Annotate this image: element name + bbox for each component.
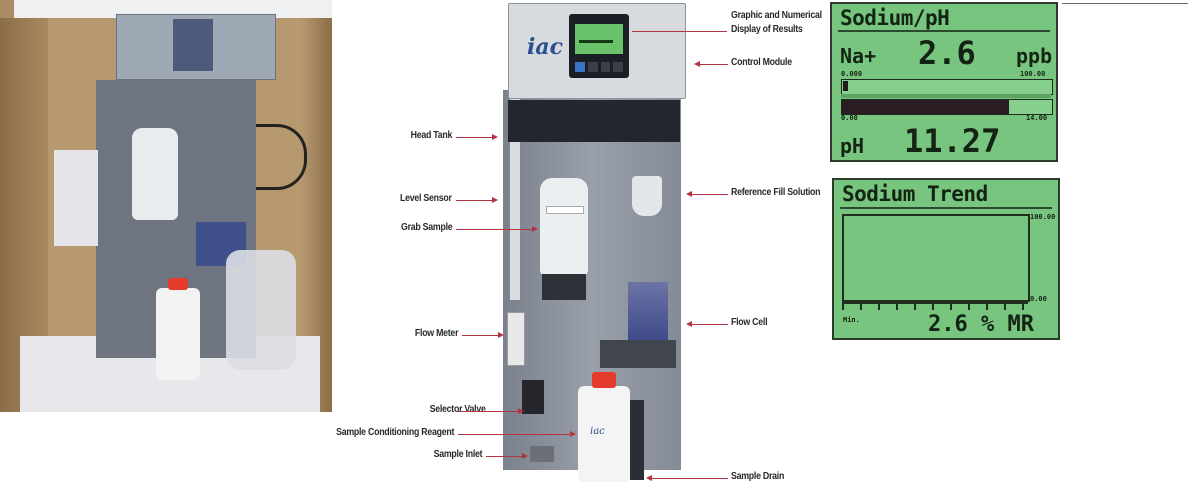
callout-headtank-arrow bbox=[456, 134, 498, 140]
callout-head-tank: Head Tank bbox=[410, 130, 453, 141]
sodium-bar bbox=[841, 79, 1053, 95]
sodium-unit: ppb bbox=[1016, 44, 1053, 68]
ph-value: 11.27 bbox=[904, 122, 1001, 160]
sample-drain bbox=[630, 400, 644, 480]
key-1 bbox=[575, 62, 585, 72]
sodium-bar-fill bbox=[843, 81, 849, 91]
lcd-sodium-trend-screen: Sodium Trend 100.00 0.00 Min. 2.6 % MR bbox=[832, 178, 1060, 340]
axis-tick bbox=[914, 304, 916, 310]
ph-scale-max: 14.00 bbox=[1026, 114, 1048, 122]
lcd-display bbox=[575, 24, 623, 54]
callout-reference-arrow bbox=[686, 191, 728, 197]
keypad bbox=[575, 62, 623, 72]
axis-tick bbox=[986, 304, 988, 310]
callout-reference-fill: Reference Fill Solution bbox=[731, 187, 821, 198]
sodium-scale-max: 100.00 bbox=[1020, 70, 1046, 78]
sodium-label: Na+ bbox=[840, 44, 877, 68]
iac-logo: iac bbox=[590, 426, 605, 437]
grab-sample-bottle bbox=[132, 128, 178, 220]
lcd-title: Sodium/pH bbox=[840, 6, 950, 30]
callout-selector-valve: Selector Valve bbox=[430, 404, 486, 415]
trend-footer-value: 2.6 % MR bbox=[928, 312, 1034, 337]
display-unit bbox=[569, 14, 629, 78]
callout-level-sensor: Level Sensor bbox=[400, 193, 452, 204]
callout-sample-drain: Sample Drain bbox=[731, 471, 785, 482]
bottle-cap bbox=[168, 278, 188, 290]
bottle-label bbox=[546, 206, 584, 214]
photo-top-strip bbox=[14, 0, 332, 18]
lcd-title: Sodium Trend bbox=[842, 182, 988, 206]
key-2 bbox=[587, 62, 598, 72]
callout-drain-arrow bbox=[646, 475, 728, 481]
callout-levelsensor-arrow bbox=[456, 197, 498, 203]
title-rule bbox=[838, 30, 1050, 32]
control-module bbox=[116, 14, 276, 80]
callout-flowmeter-arrow bbox=[462, 332, 504, 338]
callout-flowcell-arrow bbox=[686, 321, 728, 327]
ph-bar-fill bbox=[842, 100, 1010, 114]
lcd-sodium-ph-screen: Sodium/pH Na+ 2.6 ppb 0.000 100.00 0.00 … bbox=[830, 2, 1058, 162]
ph-bar bbox=[841, 99, 1053, 115]
sodium-value: 2.6 bbox=[918, 34, 976, 72]
callout-flow-cell: Flow Cell bbox=[731, 317, 768, 328]
grab-sample-bottle bbox=[540, 178, 588, 276]
callout-grabsample-arrow bbox=[456, 226, 538, 232]
head-tank-tube bbox=[510, 90, 520, 300]
control-module: iac bbox=[508, 3, 686, 99]
trend-y-max: 100.00 bbox=[1030, 213, 1056, 221]
flow-block bbox=[600, 340, 676, 368]
bar-ticks bbox=[841, 94, 1051, 98]
display-screen bbox=[173, 19, 213, 71]
axis-tick bbox=[896, 304, 898, 310]
power-cable bbox=[256, 124, 307, 190]
axis-tick bbox=[968, 304, 970, 310]
callout-display-line2: Display of Results bbox=[731, 24, 803, 35]
flow-meter bbox=[507, 312, 525, 366]
ph-label: pH bbox=[840, 134, 865, 158]
axis-tick bbox=[878, 304, 880, 310]
ph-scale-min: 0.00 bbox=[841, 114, 858, 122]
callout-flow-meter: Flow Meter bbox=[414, 328, 459, 339]
callout-sample-inlet: Sample Inlet bbox=[433, 449, 482, 460]
photo-analyzer-in-box bbox=[0, 0, 332, 412]
callout-display-arrow bbox=[632, 31, 727, 32]
trend-x-label: Min. bbox=[843, 316, 860, 324]
trend-x-axis bbox=[842, 302, 1028, 312]
callout-reagent-arrow bbox=[458, 431, 576, 437]
sample-inlet bbox=[530, 446, 554, 462]
axis-tick bbox=[932, 304, 934, 310]
callout-valve-arrow bbox=[458, 408, 524, 414]
key-3 bbox=[600, 62, 611, 72]
sodium-scale-min: 0.000 bbox=[841, 70, 863, 78]
bottle-base bbox=[542, 274, 586, 300]
reference-fill-reservoir bbox=[632, 176, 662, 216]
selector-valve bbox=[522, 380, 544, 414]
axis-tick bbox=[950, 304, 952, 310]
callout-control-module: Control Module bbox=[731, 57, 792, 68]
trend-plot-area bbox=[842, 214, 1030, 302]
flow-cell bbox=[628, 282, 668, 340]
callout-inlet-arrow bbox=[486, 453, 528, 459]
title-rule bbox=[840, 207, 1052, 209]
callout-reagent: Sample Conditioning Reagent bbox=[335, 427, 454, 438]
iac-logo: iac bbox=[527, 34, 564, 60]
plastic-bag bbox=[226, 250, 296, 370]
bottle-cap bbox=[592, 372, 616, 388]
callout-grab-sample: Grab Sample bbox=[400, 222, 453, 233]
axis-tick bbox=[860, 304, 862, 310]
lcd-bar bbox=[579, 40, 613, 43]
axis-tick bbox=[842, 304, 844, 310]
trend-y-min: 0.00 bbox=[1030, 295, 1047, 303]
axis-tick bbox=[1022, 304, 1024, 310]
key-4 bbox=[613, 62, 623, 72]
accessory-box bbox=[54, 150, 98, 246]
axis-tick bbox=[1004, 304, 1006, 310]
reagent-bottle bbox=[156, 278, 200, 380]
callout-control-arrow bbox=[694, 61, 728, 67]
divider-line bbox=[1062, 3, 1188, 4]
cable-gland-bar bbox=[508, 100, 680, 142]
reagent-bottle: iac bbox=[578, 372, 630, 482]
callout-display-line1: Graphic and Numerical bbox=[731, 10, 822, 21]
